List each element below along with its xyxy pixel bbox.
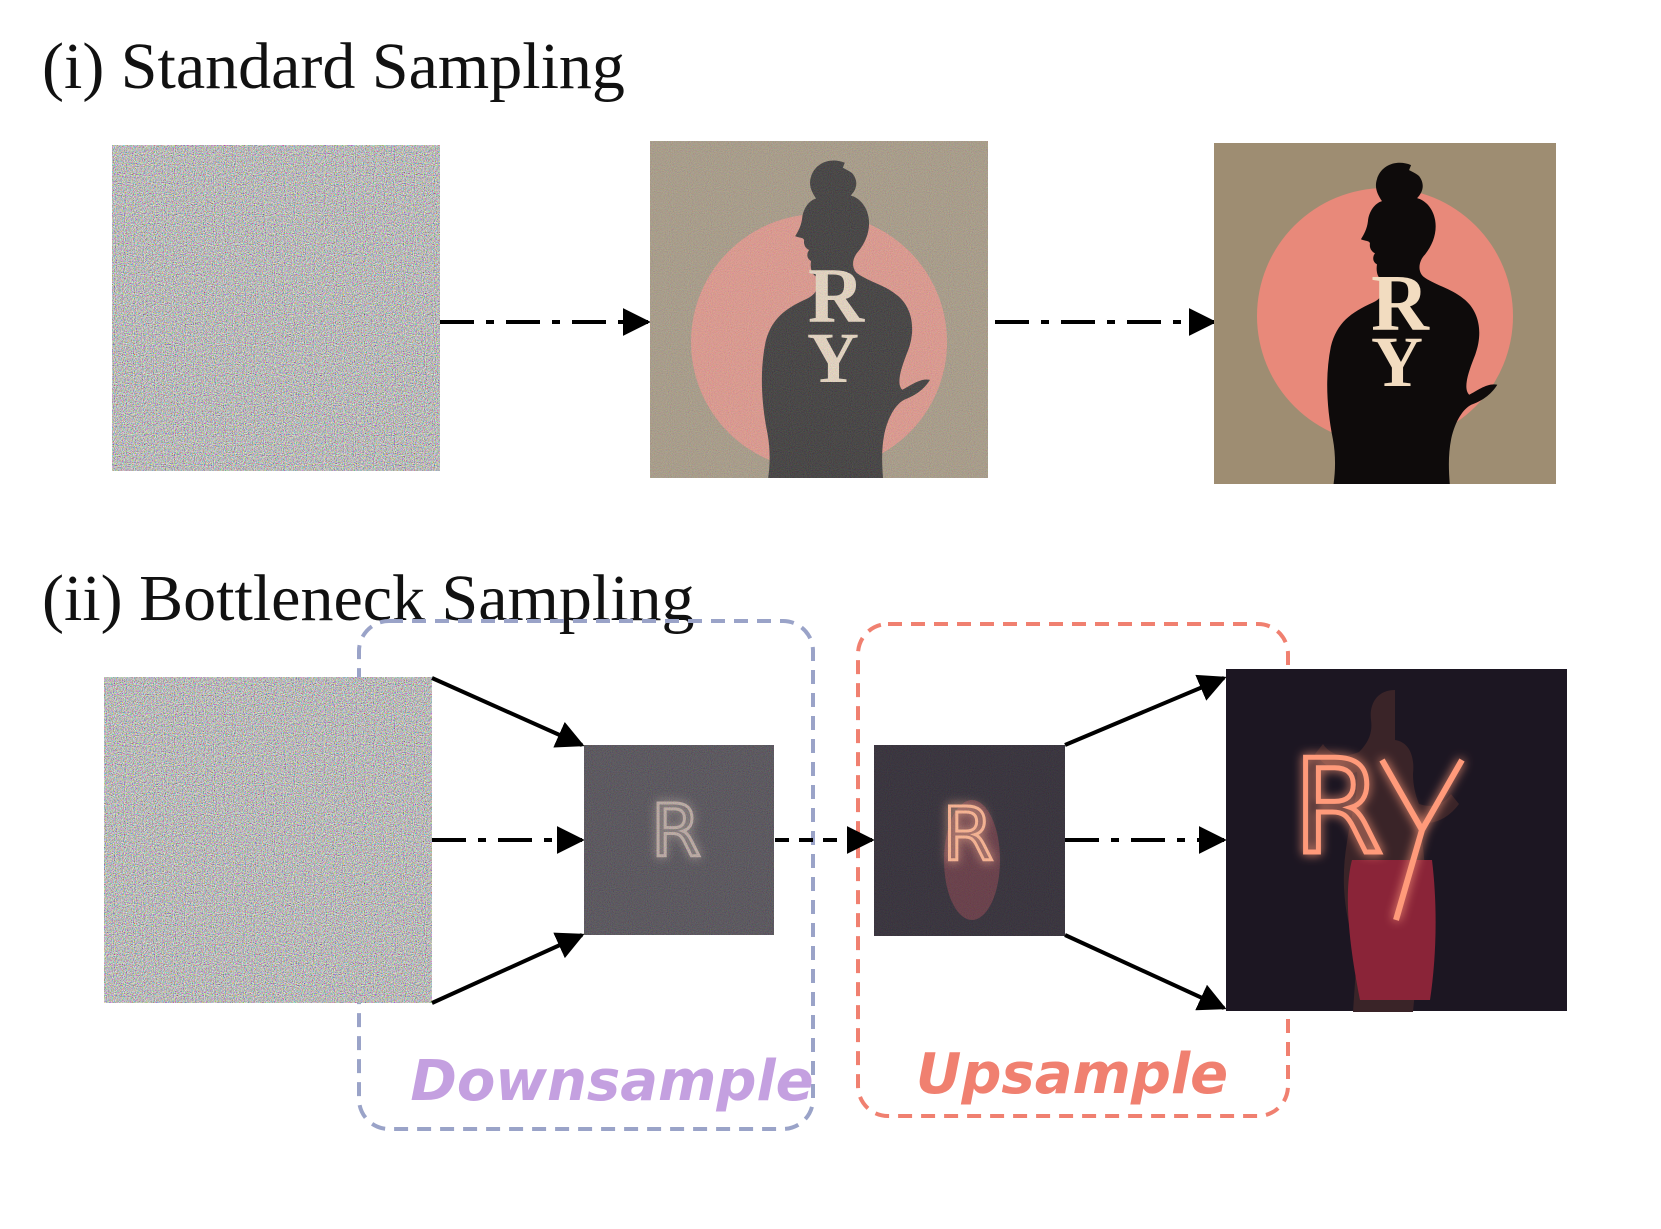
upsample-input-image: R	[874, 745, 1065, 936]
standard-intermediate-image: R Y	[650, 141, 988, 478]
downsample-arrow-top	[431, 676, 585, 748]
letter-y-glyph: Y	[1371, 322, 1423, 402]
upsample-arrow-bottom	[1064, 933, 1227, 1011]
upsample-arrow-top	[1064, 674, 1227, 747]
letter-r-glyph: R	[1293, 731, 1383, 883]
section-title-standard: (i) Standard Sampling	[42, 30, 625, 103]
bottleneck-noise-image	[104, 677, 432, 1003]
standard-final-image: R Y	[1214, 143, 1556, 484]
letter-y-glyph	[1379, 758, 1465, 921]
upsample-label: Upsample	[916, 1042, 1228, 1107]
downsample-arrow-bottom	[431, 932, 585, 1005]
standard-noise-image	[112, 145, 440, 471]
bottleneck-final-image: R	[1226, 669, 1567, 1012]
downsample-box	[357, 619, 815, 1131]
downsample-label: Downsample	[410, 1049, 813, 1114]
letter-r-glyph: R	[1371, 260, 1430, 348]
downsampled-image: R	[584, 745, 774, 935]
